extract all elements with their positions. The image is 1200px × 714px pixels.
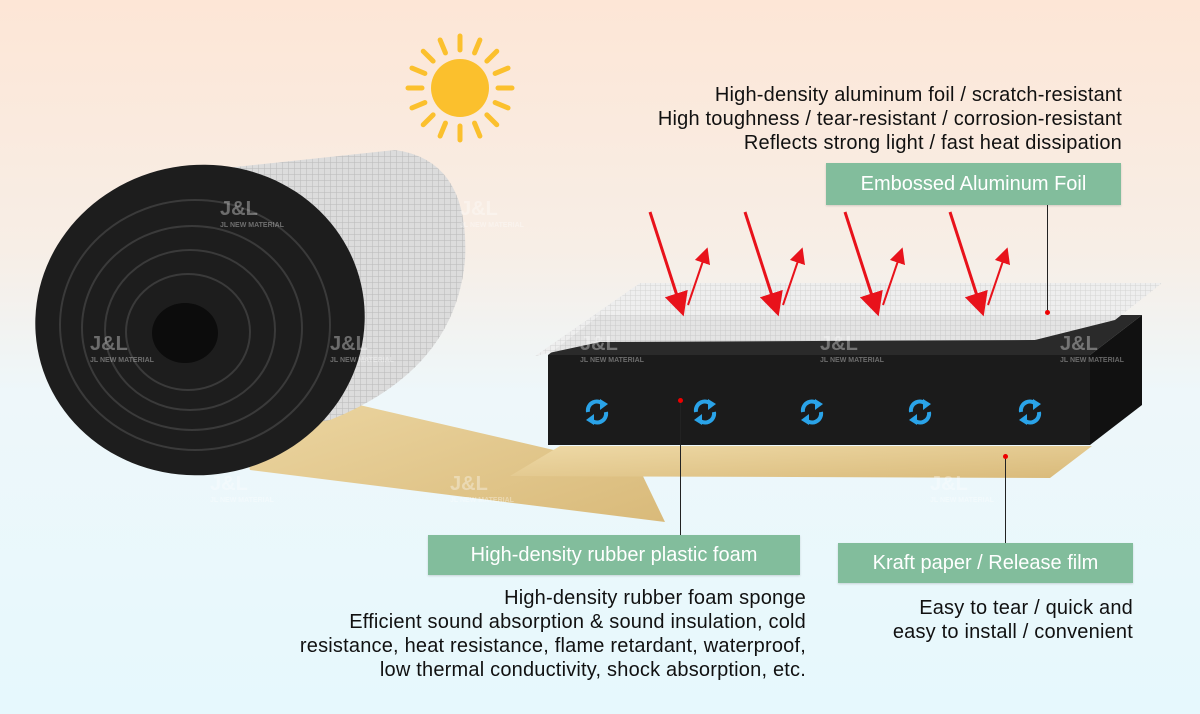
sun-ray bbox=[492, 65, 511, 76]
svg-text:J&L: J&L bbox=[820, 333, 858, 355]
incoming-light-arrow bbox=[843, 211, 883, 317]
kraft-paper-layer bbox=[510, 446, 1092, 478]
watermark-logo: J&L JL NEW MATERIAL bbox=[450, 473, 515, 504]
svg-text:J&L: J&L bbox=[330, 333, 368, 355]
sun-ray bbox=[409, 100, 428, 111]
foam-label: High-density rubber plastic foam bbox=[428, 535, 800, 575]
svg-text:J&L: J&L bbox=[220, 198, 258, 220]
incoming-light-arrow bbox=[648, 211, 688, 317]
aluminum-foil-layer bbox=[535, 283, 1162, 356]
svg-text:J&L: J&L bbox=[580, 333, 618, 355]
watermark-logo: J&L JL NEW MATERIAL bbox=[330, 333, 395, 364]
sun-ray bbox=[420, 48, 436, 64]
foil-label: Embossed Aluminum Foil bbox=[826, 163, 1121, 205]
watermark-logo: J&L JL NEW MATERIAL bbox=[820, 333, 885, 364]
foil-desc-line: Reflects strong light / fast heat dissip… bbox=[743, 132, 1122, 154]
watermark-logo: J&L JL NEW MATERIAL bbox=[1060, 333, 1125, 364]
sun-ray bbox=[472, 37, 483, 56]
svg-text:JL NEW MATERIAL: JL NEW MATERIAL bbox=[820, 357, 885, 364]
foam-leader-line bbox=[680, 400, 681, 535]
sun-ray bbox=[437, 120, 448, 139]
svg-text:JL NEW MATERIAL: JL NEW MATERIAL bbox=[460, 222, 525, 229]
svg-text:JL NEW MATERIAL: JL NEW MATERIAL bbox=[1060, 357, 1125, 364]
svg-text:J&L: J&L bbox=[90, 333, 128, 355]
foam-desc-line: low thermal conductivity, shock absorpti… bbox=[379, 659, 806, 681]
svg-text:J&L: J&L bbox=[460, 198, 498, 220]
reflected-light-arrow bbox=[687, 247, 710, 306]
svg-text:JL NEW MATERIAL: JL NEW MATERIAL bbox=[330, 357, 395, 364]
svg-text:JL NEW MATERIAL: JL NEW MATERIAL bbox=[90, 357, 155, 364]
watermark-logo: J&L JL NEW MATERIAL bbox=[930, 473, 995, 504]
foam-desc-line: High-density rubber foam sponge bbox=[504, 587, 806, 609]
circulation-icon bbox=[585, 399, 609, 425]
svg-text:J&L: J&L bbox=[450, 473, 488, 495]
foil-desc-line: High toughness / tear-resistant / corros… bbox=[657, 108, 1122, 130]
circulation-icon bbox=[908, 399, 932, 425]
paper-desc-line: easy to install / convenient bbox=[892, 621, 1133, 643]
svg-text:JL NEW MATERIAL: JL NEW MATERIAL bbox=[220, 222, 285, 229]
sun-ray bbox=[484, 112, 500, 128]
foil-leader-line bbox=[1047, 205, 1048, 313]
circulation-icon bbox=[1018, 399, 1042, 425]
foam-roll bbox=[35, 150, 665, 522]
paper-desc-line: Easy to tear / quick and bbox=[919, 597, 1133, 619]
sun-ray bbox=[437, 37, 448, 56]
foam-desc-line: Efficient sound absorption & sound insul… bbox=[349, 611, 806, 633]
foil-desc-line: High-density aluminum foil / scratch-res… bbox=[714, 84, 1122, 106]
layer-diagram bbox=[510, 211, 1162, 478]
svg-text:J&L: J&L bbox=[1060, 333, 1098, 355]
foam-front-face bbox=[548, 355, 1090, 445]
foil-marker-dot bbox=[1045, 310, 1050, 315]
svg-text:JL NEW MATERIAL: JL NEW MATERIAL bbox=[210, 497, 275, 504]
circulation-icon bbox=[693, 399, 717, 425]
reflected-light-arrow bbox=[882, 247, 905, 306]
svg-text:J&L: J&L bbox=[210, 473, 248, 495]
foam-desc-line: resistance, heat resistance, flame retar… bbox=[299, 635, 806, 657]
svg-text:JL NEW MATERIAL: JL NEW MATERIAL bbox=[930, 497, 995, 504]
svg-text:JL NEW MATERIAL: JL NEW MATERIAL bbox=[580, 357, 645, 364]
foam-description: High-density rubber foam sponge Efficien… bbox=[300, 586, 806, 682]
sun-ray bbox=[492, 100, 511, 111]
sun-ray bbox=[472, 120, 483, 139]
watermark-logo: J&L JL NEW MATERIAL bbox=[460, 198, 525, 229]
sun-icon bbox=[405, 33, 515, 143]
watermark-logo: J&L JL NEW MATERIAL bbox=[90, 333, 155, 364]
foam-side-face bbox=[1090, 315, 1142, 445]
reflected-light-arrow bbox=[782, 247, 805, 306]
watermark-logo: J&L JL NEW MATERIAL bbox=[580, 333, 645, 364]
paper-leader-line bbox=[1005, 457, 1006, 543]
sun-ray bbox=[409, 65, 428, 76]
foam-marker-dot bbox=[678, 398, 683, 403]
incoming-light-arrow bbox=[948, 211, 988, 317]
sun-ray bbox=[420, 112, 436, 128]
paper-description: Easy to tear / quick and easy to install… bbox=[893, 596, 1133, 644]
foil-description: High-density aluminum foil / scratch-res… bbox=[658, 83, 1122, 155]
sun-ray bbox=[484, 48, 500, 64]
svg-text:J&L: J&L bbox=[930, 473, 968, 495]
incoming-light-arrow bbox=[743, 211, 783, 317]
reflected-light-arrow bbox=[987, 247, 1010, 306]
svg-text:JL NEW MATERIAL: JL NEW MATERIAL bbox=[450, 497, 515, 504]
watermark-logo: J&L JL NEW MATERIAL bbox=[210, 473, 275, 504]
paper-marker-dot bbox=[1003, 454, 1008, 459]
circulation-icon bbox=[800, 399, 824, 425]
watermark-logo: J&L JL NEW MATERIAL bbox=[220, 198, 285, 229]
paper-label: Kraft paper / Release film bbox=[838, 543, 1133, 583]
